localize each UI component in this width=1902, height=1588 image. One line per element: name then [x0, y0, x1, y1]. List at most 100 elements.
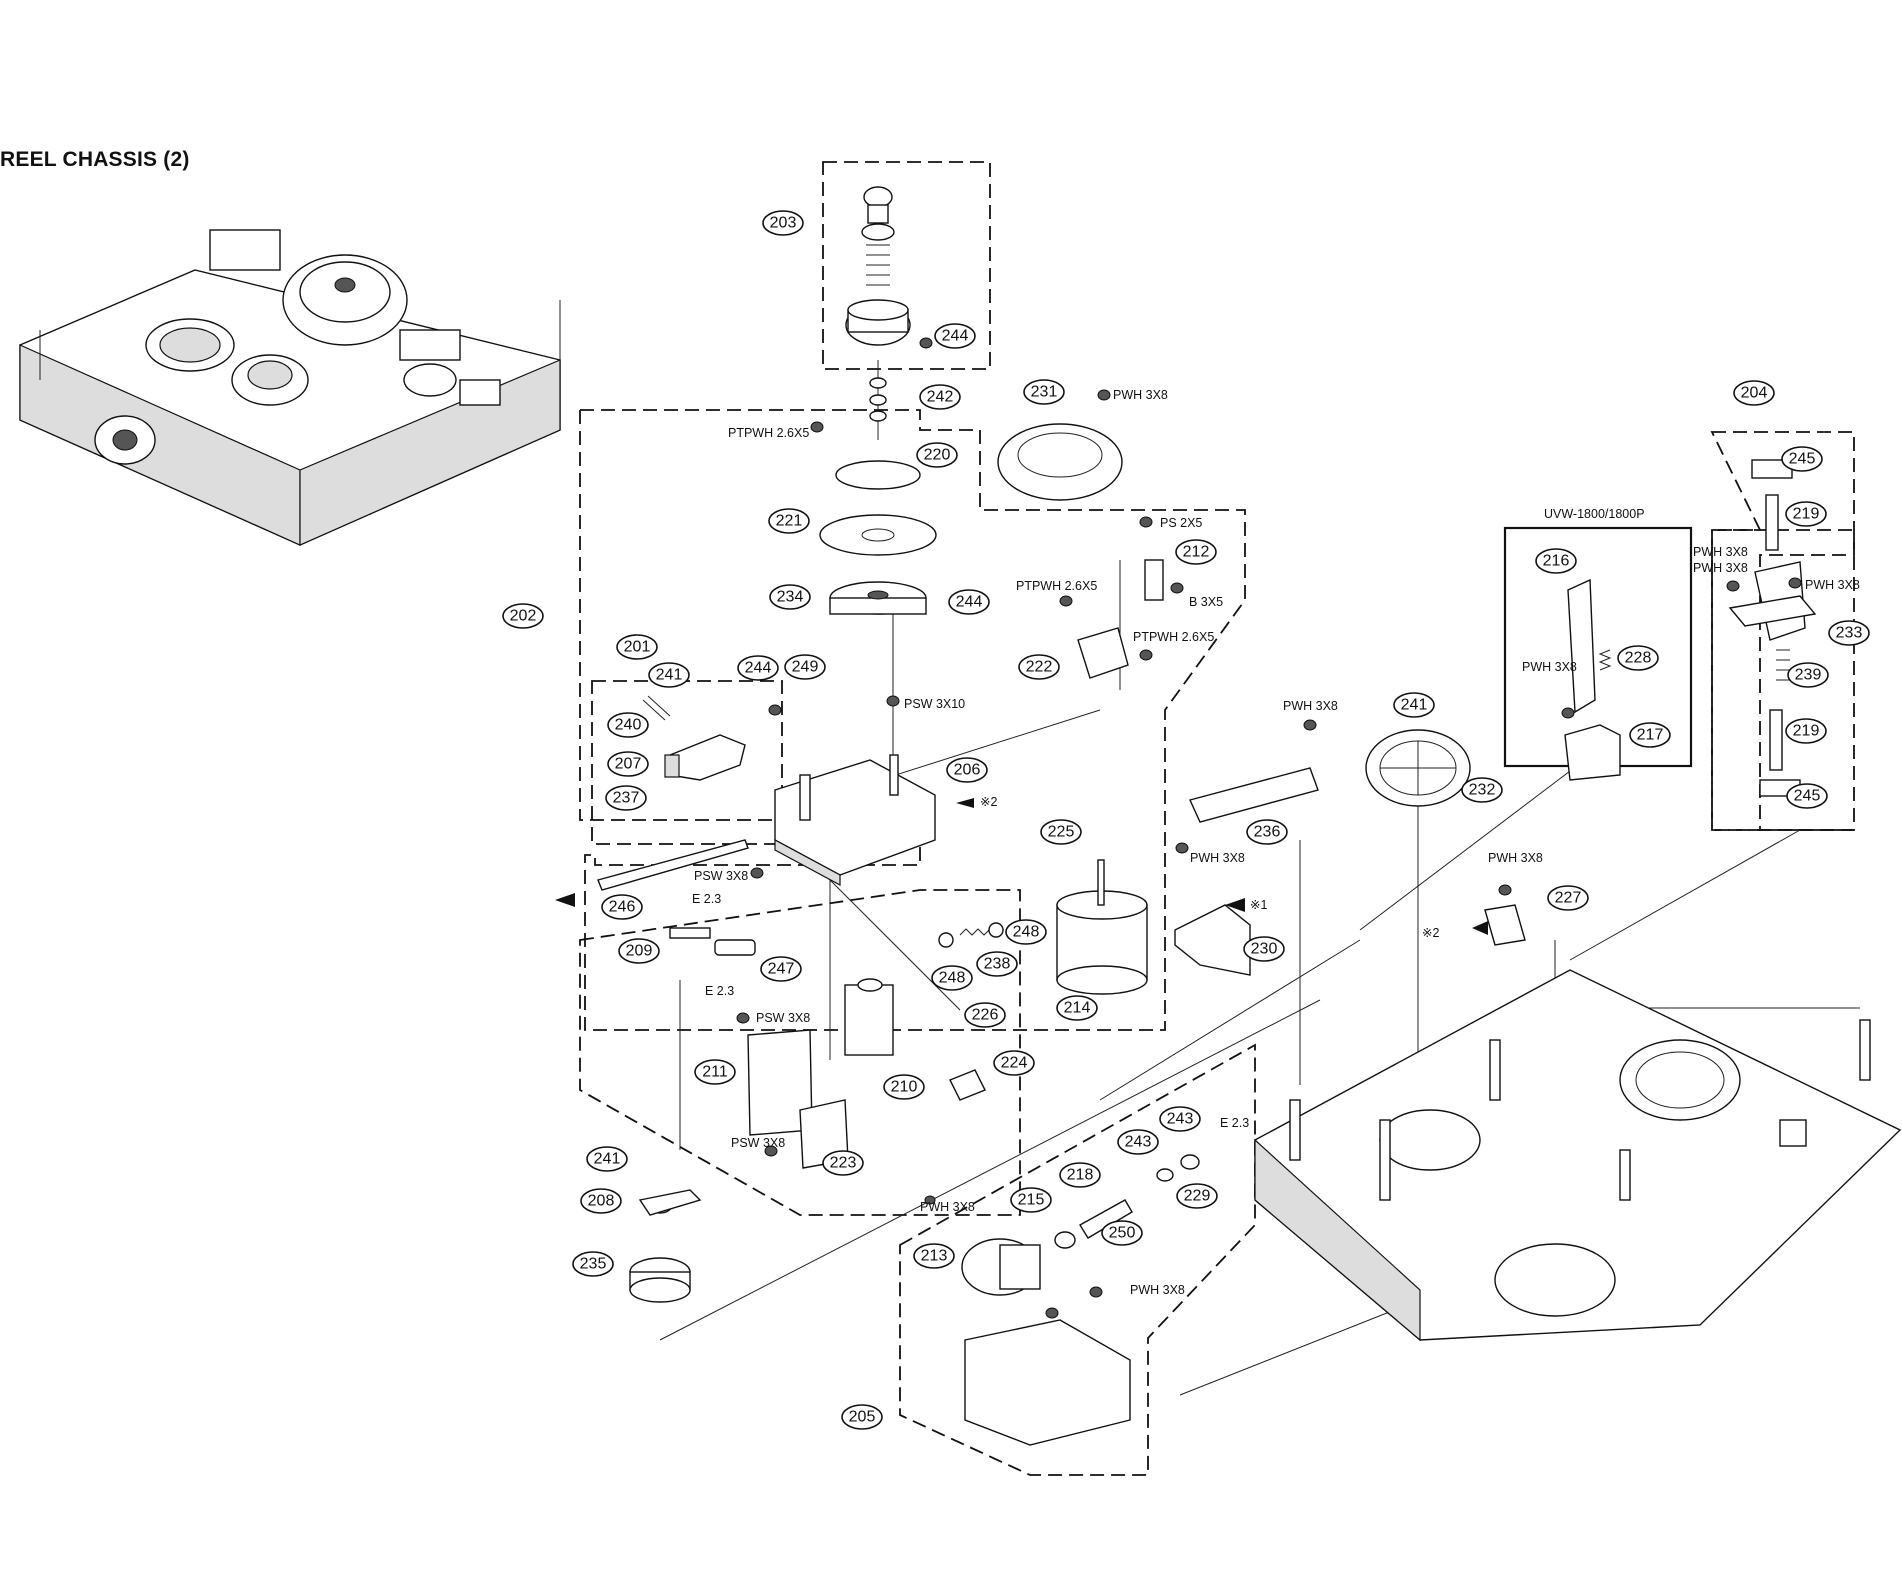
svg-text:241: 241 [1401, 697, 1428, 714]
svg-text:230: 230 [1251, 941, 1278, 958]
svg-text:250: 250 [1109, 1225, 1136, 1242]
callout-248b: 248 [931, 965, 973, 991]
svg-text:234: 234 [777, 589, 804, 606]
callout-227: 227 [1547, 885, 1589, 911]
small-parts [669, 922, 1004, 956]
page-title: REEL CHASSIS (2) [0, 148, 190, 171]
screw-label: PWH 3X8 [1190, 851, 1245, 865]
svg-text:240: 240 [615, 717, 642, 734]
callout-247: 247 [760, 956, 802, 982]
screw-label: PS 2X5 [1160, 516, 1202, 530]
callout-243b: 243 [1159, 1106, 1201, 1132]
callout-203: 203 [762, 210, 804, 236]
callout-241b: 241 [1393, 692, 1435, 718]
callout-220: 220 [916, 442, 958, 468]
callout-218: 218 [1059, 1162, 1101, 1188]
svg-text:223: 223 [830, 1155, 857, 1172]
svg-text:238: 238 [984, 956, 1011, 973]
gears [629, 729, 1471, 1303]
callout-234: 234 [769, 584, 811, 610]
svg-text:206: 206 [954, 762, 981, 779]
brake-arm-group [642, 695, 746, 781]
callout-246: 246 [601, 894, 643, 920]
svg-text:212: 212 [1183, 544, 1210, 561]
svg-text:245: 245 [1794, 788, 1821, 805]
callout-225: 225 [1040, 819, 1082, 845]
group-outline-204b [1711, 529, 1855, 831]
callout-250: 250 [1101, 1220, 1143, 1246]
screw-label: PWH 3X8 [1522, 660, 1577, 674]
callout-231: 231 [1023, 379, 1065, 405]
ref-mark: ※1 [1250, 898, 1267, 912]
screw-label: PTPWH 2.6X5 [728, 426, 809, 440]
svg-text:246: 246 [609, 899, 636, 916]
svg-text:239: 239 [1795, 667, 1822, 684]
screw-label: PSW 3X8 [694, 869, 748, 883]
svg-text:235: 235 [580, 1256, 607, 1273]
overview-mechanism-drawing [19, 229, 561, 546]
callout-210: 210 [883, 1074, 925, 1100]
svg-text:232: 232 [1469, 782, 1496, 799]
screw-label: E 2.3 [1220, 1116, 1249, 1130]
variant-parts [1564, 578, 1621, 781]
callout-228: 228 [1617, 645, 1659, 671]
screw-label: PWH 3X8 [1283, 699, 1338, 713]
svg-text:229: 229 [1184, 1188, 1211, 1205]
svg-text:201: 201 [624, 639, 651, 656]
screw-label: PSW 3X10 [904, 697, 965, 711]
svg-text:210: 210 [891, 1079, 918, 1096]
ref-mark: ※2 [1422, 926, 1439, 940]
callout-235: 235 [572, 1251, 614, 1277]
callout-244c: 244 [737, 655, 779, 681]
screw-label: E 2.3 [692, 892, 721, 906]
svg-text:208: 208 [588, 1193, 615, 1210]
svg-text:219: 219 [1793, 723, 1820, 740]
tension-arm-group [1728, 459, 1817, 797]
svg-text:243: 243 [1125, 1134, 1152, 1151]
callout-243a: 243 [1117, 1129, 1159, 1155]
svg-text:237: 237 [613, 790, 640, 807]
svg-text:205: 205 [849, 1409, 876, 1426]
svg-text:248: 248 [939, 970, 966, 987]
callout-207: 207 [607, 751, 649, 777]
svg-text:244: 244 [942, 328, 969, 345]
svg-text:242: 242 [927, 389, 954, 406]
callout-230: 230 [1243, 936, 1285, 962]
loading-motor-group [961, 1154, 1200, 1446]
callout-249: 249 [784, 654, 826, 680]
screw-label: PWH 3X8 [1113, 388, 1168, 402]
callout-216: 216 [1535, 548, 1577, 574]
screw-label: PWH 3X8 [1693, 545, 1748, 559]
screw-label: PSW 3X8 [731, 1136, 785, 1150]
callout-219b: 219 [1785, 718, 1827, 744]
svg-text:231: 231 [1031, 384, 1058, 401]
callout-244a: 244 [934, 323, 976, 349]
svg-text:211: 211 [702, 1064, 728, 1081]
callout-222: 222 [1018, 654, 1060, 680]
svg-text:244: 244 [956, 594, 983, 611]
svg-text:243: 243 [1167, 1111, 1194, 1128]
callout-245b: 245 [1786, 783, 1828, 809]
callout-214: 214 [1056, 995, 1098, 1021]
main-chassis-plate [1254, 969, 1902, 1342]
screw-label: PWH 3X8 [920, 1200, 975, 1214]
callout-224: 224 [993, 1050, 1035, 1076]
callout-206: 206 [946, 757, 988, 783]
callout-248a: 248 [1005, 919, 1047, 945]
svg-text:209: 209 [626, 943, 653, 960]
motor-214 [1056, 859, 1148, 995]
svg-text:225: 225 [1048, 824, 1075, 841]
svg-text:241: 241 [656, 667, 683, 684]
svg-text:214: 214 [1064, 1000, 1091, 1017]
callout-245a: 245 [1781, 446, 1823, 472]
callout-240: 240 [607, 712, 649, 738]
svg-text:224: 224 [1001, 1055, 1028, 1072]
screw-label: PTPWH 2.6X5 [1016, 579, 1097, 593]
callout-219a: 219 [1785, 501, 1827, 527]
screw-label: PSW 3X8 [756, 1011, 810, 1025]
svg-text:228: 228 [1625, 650, 1652, 667]
svg-text:218: 218 [1067, 1167, 1094, 1184]
reel-parts [819, 186, 937, 615]
group-outline-209-223 [579, 889, 1021, 1216]
screw-label: PTPWH 2.6X5 [1133, 630, 1214, 644]
